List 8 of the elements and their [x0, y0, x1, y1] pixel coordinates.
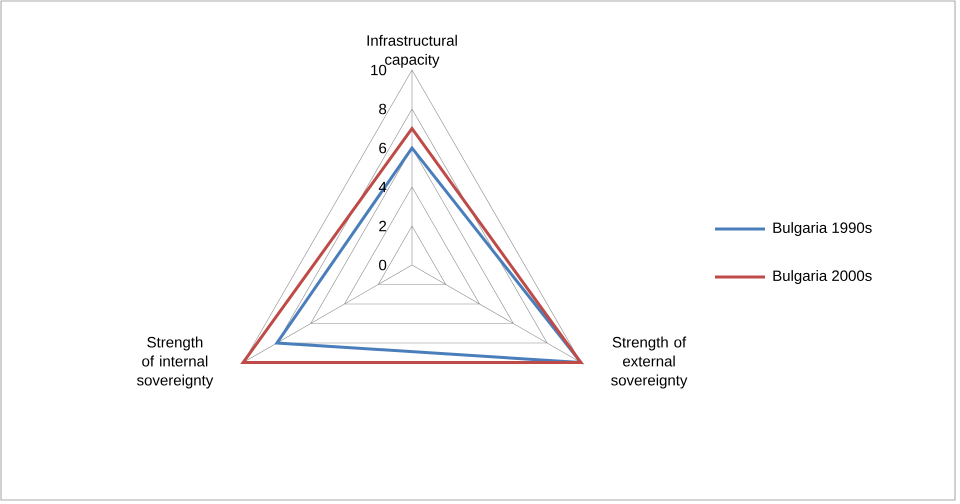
axis-label: Strength of internal sovereignty — [137, 336, 214, 388]
legend-label: Bulgaria 2000s — [773, 270, 872, 284]
tick-label: 6 — [379, 142, 386, 154]
tick-label: 0 — [379, 260, 386, 270]
legend-label: Bulgaria 1990s — [773, 222, 872, 236]
axis-label: Strength of external sovereignty — [611, 336, 688, 388]
tick-label: 2 — [379, 220, 386, 232]
tick-label: 8 — [379, 104, 386, 114]
